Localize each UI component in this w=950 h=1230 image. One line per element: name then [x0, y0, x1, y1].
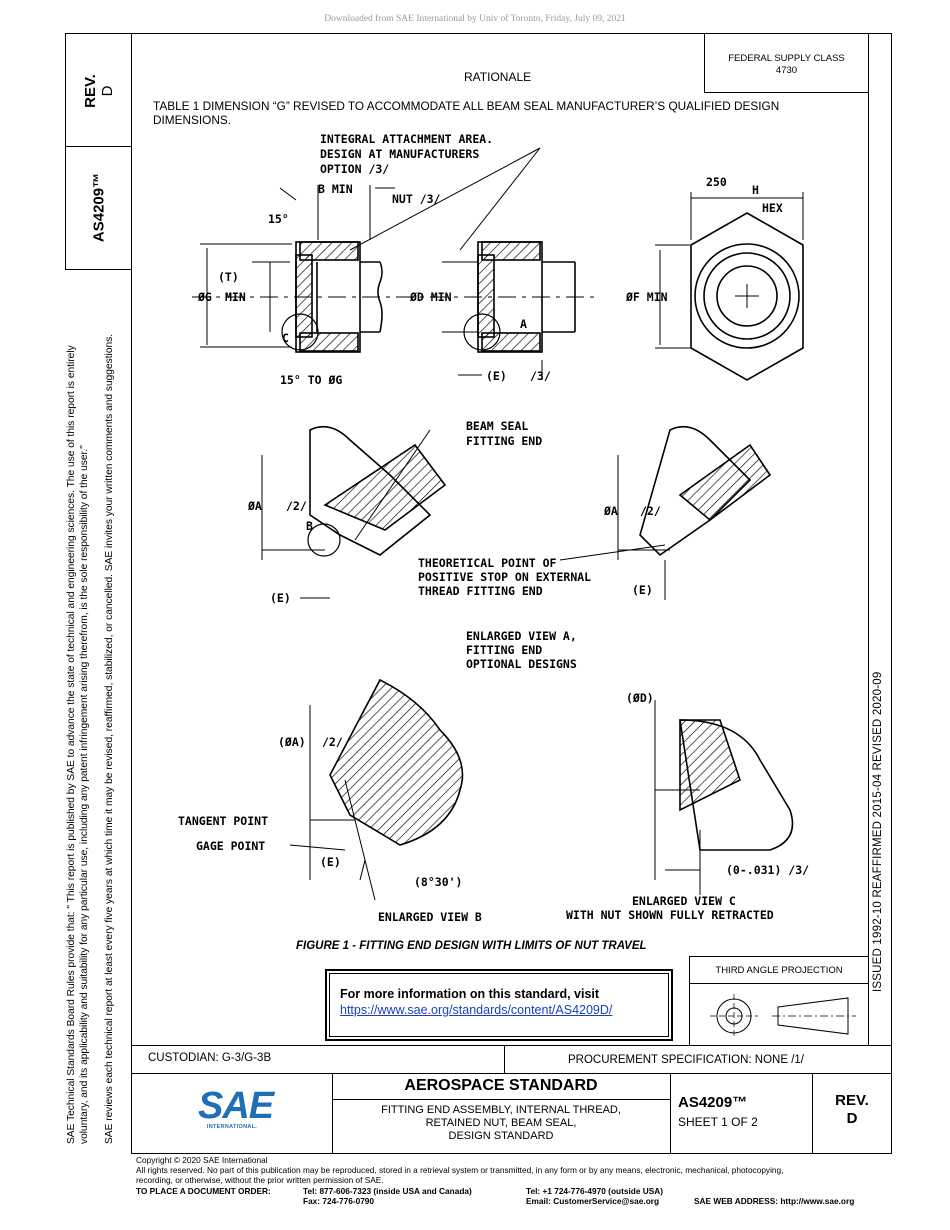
label-od-min: ØD MIN [409, 290, 452, 304]
sae-logo-mark: SAE [198, 1085, 274, 1127]
label-integral-3: OPTION /3/ [320, 162, 389, 176]
label-tangent: TANGENT POINT [178, 814, 268, 828]
label-nut: NUT /3/ [392, 192, 441, 206]
rationale-heading: RATIONALE [464, 70, 532, 84]
label-beam-seal-1: BEAM SEAL [466, 419, 528, 433]
disclaimer-line-3: SAE reviews each technical report at lea… [104, 333, 115, 1144]
label-enlarged-a-1: ENLARGED VIEW A, [466, 629, 577, 643]
order-tel-intl: Tel: +1 724-776-4970 (outside USA) [526, 1186, 664, 1196]
label-theoretical-2: POSITIVE STOP ON EXTERNAL [418, 570, 591, 584]
drawing-frame [131, 33, 892, 1046]
info-box: For more information on this standard, v… [325, 969, 673, 1041]
label-e-b: (E) [320, 855, 341, 869]
custodian-row: CUSTODIAN: G-3/G-3B PROCUREMENT SPECIFIC… [131, 1046, 892, 1074]
label-og-min: MIN [225, 290, 246, 304]
label-enlarged-c-2: WITH NUT SHOWN FULLY RETRACTED [566, 908, 774, 922]
download-notice: Downloaded from SAE International by Uni… [324, 14, 626, 24]
rev-label: REV. [82, 74, 99, 108]
label-two-right: /2/ [640, 504, 661, 518]
rationale-text: TABLE 1 DIMENSION “G” REVISED TO ACCOMMO… [153, 99, 780, 127]
procurement: PROCUREMENT SPECIFICATION: NONE /1/ [568, 1054, 804, 1066]
revision-history: ISSUED 1992-10 REAFFIRMED 2015-04 REVISE… [872, 671, 884, 992]
federal-supply-code: 4730 [775, 65, 798, 76]
rev-value: D [99, 85, 116, 97]
label-integral-2: DESIGN AT MANUFACTURERS [320, 147, 479, 161]
label-od-paren: (ØD) [626, 691, 654, 705]
label-15-to-og: 15° TO ØG [280, 373, 342, 387]
subtitle-1: FITTING END ASSEMBLY, INTERNAL THREAD, [381, 1104, 621, 1116]
label-b: B [306, 519, 313, 533]
label-theoretical-3: THREAD FITTING END [418, 584, 543, 598]
subtitle-3: DESIGN STANDARD [448, 1130, 554, 1142]
label-gage: GAGE POINT [196, 839, 265, 853]
label-retract: (0-.031) /3/ [726, 863, 809, 877]
label-e-right: (E) [632, 583, 653, 597]
title-rev-value: D [846, 1110, 858, 1127]
label-beam-seal-2: FITTING END [466, 434, 542, 448]
label-integral-1: INTEGRAL ATTACHMENT AREA. [320, 132, 493, 146]
label-15deg: 15° [268, 212, 289, 226]
label-e-top-note: /3/ [530, 369, 551, 383]
copyright-line-3: recording, or otherwise, without the pri… [136, 1175, 384, 1185]
subtitle-2: RETAINED NUT, BEAM SEAL, [425, 1117, 577, 1129]
order-web: SAE WEB ADDRESS: http://www.sae.org [694, 1196, 855, 1206]
side-doc-number: AS4209™ [90, 172, 108, 243]
label-oa-right: ØA [603, 504, 618, 518]
custodian: CUSTODIAN: G-3/G-3B [148, 1052, 272, 1064]
label-two-left: /2/ [286, 499, 307, 513]
label-e-left: (E) [270, 591, 291, 605]
label-two-b: /2/ [322, 735, 343, 749]
sheet-number: SHEET 1 OF 2 [678, 1115, 758, 1129]
label-enlarged-a-2: FITTING END [466, 643, 542, 657]
main-title: AEROSPACE STANDARD [404, 1077, 598, 1094]
standard-link[interactable]: https://www.sae.org/standards/content/AS… [340, 1003, 613, 1017]
federal-supply-label: FEDERAL SUPPLY CLASS [728, 53, 845, 64]
label-oa-left: ØA [247, 499, 262, 513]
label-e-top: (E) [486, 369, 507, 383]
label-t: (T) [218, 270, 239, 284]
order-label: TO PLACE A DOCUMENT ORDER: [136, 1186, 271, 1196]
sae-logo-sub: INTERNATIONAL. [206, 1124, 258, 1130]
label-c: C [282, 331, 289, 345]
label-hex: HEX [762, 201, 783, 215]
label-250: 250 [706, 175, 727, 189]
disclaimer-line-1: SAE Technical Standards Board Rules prov… [66, 345, 77, 1144]
label-theoretical-1: THEORETICAL POINT OF [418, 556, 557, 570]
title-rev-label: REV. [835, 1092, 869, 1109]
disclaimer-line-2: voluntary, and its applicability and sui… [79, 445, 90, 1144]
label-angle: (8°30') [414, 875, 462, 889]
label-oa-paren: (ØA) [278, 735, 306, 749]
label-enlarged-b: ENLARGED VIEW B [378, 910, 482, 924]
order-fax: Fax: 724-776-0790 [303, 1196, 375, 1206]
figure-caption: FIGURE 1 - FITTING END DESIGN WITH LIMIT… [296, 940, 647, 952]
side-doc-number-box: AS4209™ [65, 146, 132, 270]
doc-number: AS4209™ [678, 1094, 748, 1111]
label-a: A [520, 317, 527, 331]
label-b-min: B MIN [318, 182, 353, 196]
sae-logo: SAE INTERNATIONAL. [198, 1085, 274, 1130]
label-enlarged-c-1: ENLARGED VIEW C [632, 894, 736, 908]
order-tel-us: Tel: 877-606-7323 (inside USA and Canada… [303, 1186, 472, 1196]
copyright-line-2: All rights reserved. No part of this pub… [136, 1165, 784, 1175]
info-label: For more information on this standard, v… [340, 987, 600, 1001]
label-h: H [752, 183, 759, 197]
copyright-line-1: Copyright © 2020 SAE International [136, 1155, 268, 1165]
copyright: Copyright © 2020 SAE International All r… [136, 1155, 896, 1185]
projection-symbol [710, 994, 856, 1038]
label-of-min: ØF MIN [625, 290, 668, 304]
label-enlarged-a-3: OPTIONAL DESIGNS [466, 657, 577, 671]
fitting-drawing: INTEGRAL ATTACHMENT AREA. DESIGN AT MANU… [178, 132, 809, 924]
label-og: ØG [197, 290, 212, 304]
title-block: SAE INTERNATIONAL. AEROSPACE STANDARD FI… [131, 1073, 892, 1154]
history-strip [868, 33, 892, 1046]
third-angle-projection: THIRD ANGLE PROJECTION [689, 956, 869, 1046]
rev-box: REV. D [65, 33, 132, 147]
order-email: Email: CustomerService@sae.org [526, 1196, 660, 1206]
federal-supply-class: FEDERAL SUPPLY CLASS 4730 [704, 33, 869, 93]
projection-title: THIRD ANGLE PROJECTION [690, 957, 868, 984]
